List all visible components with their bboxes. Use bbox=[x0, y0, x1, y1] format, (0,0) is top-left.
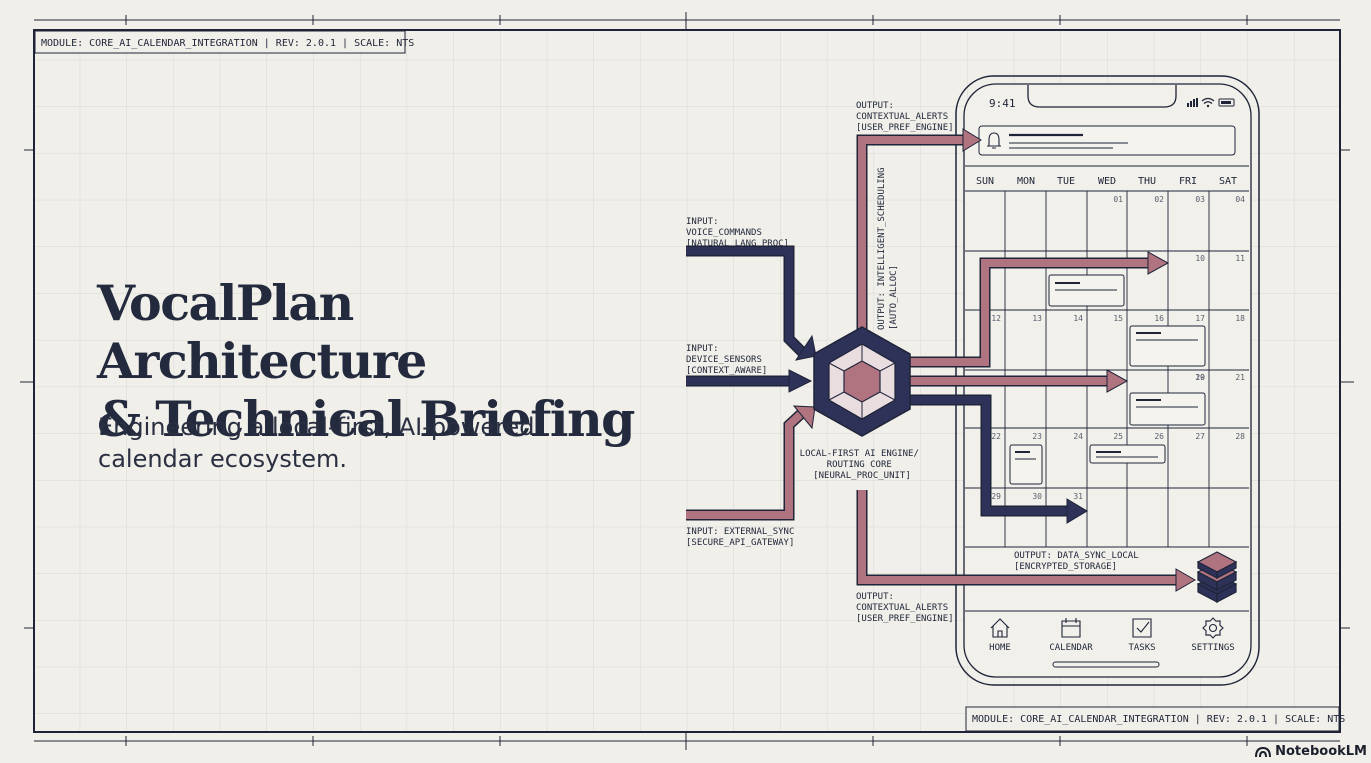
calendar-day-cell[interactable]: 19 bbox=[1195, 373, 1205, 382]
nav-label: HOME bbox=[989, 643, 1011, 653]
top-stamp: MODULE: CORE_AI_CALENDAR_INTEGRATION | R… bbox=[41, 38, 414, 49]
engine-label: LOCAL-FIRST AI ENGINE/ ROUTING CORE [NEU… bbox=[800, 449, 925, 481]
weekday-label: SAT bbox=[1219, 176, 1237, 187]
gear-icon-center bbox=[1208, 623, 1218, 633]
calendar-day-cell[interactable]: 12 bbox=[991, 314, 1001, 323]
weekday-label: TUE bbox=[1057, 176, 1075, 187]
event-card[interactable] bbox=[1048, 274, 1125, 307]
calendar-day-cell[interactable]: 10 bbox=[1195, 254, 1205, 263]
weekday-label: FRI bbox=[1179, 176, 1197, 187]
tasks-icon bbox=[1132, 618, 1152, 638]
data-sync-label: OUTPUT: DATA_SYNC_LOCAL [ENCRYPTED_STORA… bbox=[1014, 551, 1144, 572]
calendar-day-cell[interactable]: 27 bbox=[1195, 432, 1205, 441]
ai-engine-core bbox=[813, 326, 911, 437]
battery-icon bbox=[1218, 98, 1235, 107]
calendar-day-cell[interactable]: 14 bbox=[1073, 314, 1083, 323]
calendar-day-cell[interactable]: 02 bbox=[1154, 195, 1164, 204]
outer-frame bbox=[33, 29, 1341, 733]
status-time: 9:41 bbox=[989, 97, 1016, 110]
weekday-label: SUN bbox=[976, 176, 994, 187]
brand-logo: NotebookLM bbox=[1255, 744, 1367, 759]
calendar-day-cell[interactable]: 16 bbox=[1154, 314, 1164, 323]
database-icon bbox=[1196, 551, 1238, 603]
nav-tab-tasks[interactable]: TASKS bbox=[1128, 618, 1156, 653]
home-icon bbox=[990, 618, 1010, 638]
event-card[interactable] bbox=[1009, 444, 1043, 485]
title-block-bottom bbox=[965, 706, 1340, 732]
calendar-day-cell[interactable]: 17 bbox=[1195, 314, 1205, 323]
bottom-nav: HOME CALENDAR TASKS SETTINGS bbox=[989, 617, 1235, 653]
calendar-day-cell[interactable]: 29 bbox=[991, 492, 1001, 501]
brand-name: NotebookLM bbox=[1275, 744, 1367, 759]
bell-icon bbox=[987, 132, 1001, 149]
calendar-day-cell[interactable]: 11 bbox=[1235, 254, 1245, 263]
notification-card[interactable] bbox=[978, 125, 1236, 156]
calendar-day-cell[interactable]: 15 bbox=[1113, 314, 1123, 323]
weekday-label: WED bbox=[1098, 176, 1116, 187]
nav-label: SETTINGS bbox=[1191, 643, 1234, 653]
event-card[interactable] bbox=[1089, 444, 1166, 464]
home-indicator bbox=[1052, 661, 1160, 668]
alerts-bottom-label: OUTPUT: CONTEXTUAL_ALERTS [USER_PREF_ENG… bbox=[856, 592, 954, 624]
nav-label: TASKS bbox=[1128, 643, 1155, 653]
calendar-grid bbox=[965, 165, 1249, 548]
wifi-icon bbox=[1201, 97, 1215, 105]
calendar-day-cell[interactable]: 26 bbox=[1154, 432, 1164, 441]
calendar-day-cell[interactable]: 13 bbox=[1032, 314, 1042, 323]
calendar-day-cell[interactable]: 21 bbox=[1235, 373, 1245, 382]
calendar-day-cell[interactable]: 03 bbox=[1195, 195, 1205, 204]
calendar-day-cell[interactable]: 24 bbox=[1073, 432, 1083, 441]
calendar-day-cell[interactable]: 31 bbox=[1073, 492, 1083, 501]
sync-input-label: INPUT: EXTERNAL_SYNC [SECURE_API_GATEWAY… bbox=[686, 527, 800, 548]
scheduling-label: OUTPUT: INTELLIGENT_SCHEDULING [AUTO_ALL… bbox=[877, 162, 899, 330]
calendar-day-cell[interactable]: 28 bbox=[1235, 432, 1245, 441]
phone-mockup: 9:41 bbox=[955, 75, 1260, 686]
nav-tab-calendar[interactable]: CALENDAR bbox=[1049, 618, 1093, 653]
event-card[interactable] bbox=[1129, 392, 1206, 426]
title-block-top bbox=[34, 30, 406, 54]
calendar-day-cell[interactable]: 18 bbox=[1235, 314, 1245, 323]
signal-icon bbox=[1187, 98, 1198, 107]
weekday-header: SUN MON TUE WED THU FRI SAT bbox=[976, 176, 1237, 187]
voice-input-label: INPUT: VOICE_COMMANDS [NATURAL_LANG_PROC… bbox=[686, 217, 789, 249]
page-subtitle: Engineering a local-first, AI-powered ca… bbox=[98, 413, 535, 473]
gear-icon bbox=[1202, 617, 1224, 639]
nav-label: CALENDAR bbox=[1049, 643, 1093, 653]
calendar-day-cell[interactable]: 23 bbox=[1032, 432, 1042, 441]
sensors-input-label: INPUT: DEVICE_SENSORS [CONTEXT_AWARE] bbox=[686, 344, 767, 376]
weekday-label: MON bbox=[1017, 176, 1035, 187]
calendar-day-cell[interactable]: 22 bbox=[991, 432, 1001, 441]
event-card[interactable] bbox=[1129, 325, 1206, 367]
wifi-dot bbox=[1206, 104, 1210, 108]
calendar-icon bbox=[1061, 618, 1081, 638]
calendar-day-cell[interactable]: 30 bbox=[1032, 492, 1042, 501]
notebooklm-logo-icon bbox=[1255, 746, 1272, 757]
bottom-stamp: MODULE: CORE_AI_CALENDAR_INTEGRATION | R… bbox=[972, 714, 1345, 725]
flow-arrows bbox=[686, 128, 1196, 592]
calendar-day-cell[interactable]: 25 bbox=[1113, 432, 1123, 441]
alerts-top-label: OUTPUT: CONTEXTUAL_ALERTS [USER_PREF_ENG… bbox=[856, 101, 954, 133]
nav-tab-settings[interactable]: SETTINGS bbox=[1191, 617, 1235, 653]
phone-notch bbox=[1027, 85, 1177, 108]
calendar-day-cell[interactable]: 01 bbox=[1113, 195, 1123, 204]
page-title: VocalPlan Architecture & Technical Brief… bbox=[97, 274, 635, 448]
calendar-day-cell[interactable]: 20 bbox=[1195, 373, 1205, 382]
weekday-label: THU bbox=[1138, 176, 1156, 187]
calendar-day-cell[interactable]: 04 bbox=[1235, 195, 1245, 204]
nav-tab-home[interactable]: HOME bbox=[989, 618, 1011, 653]
